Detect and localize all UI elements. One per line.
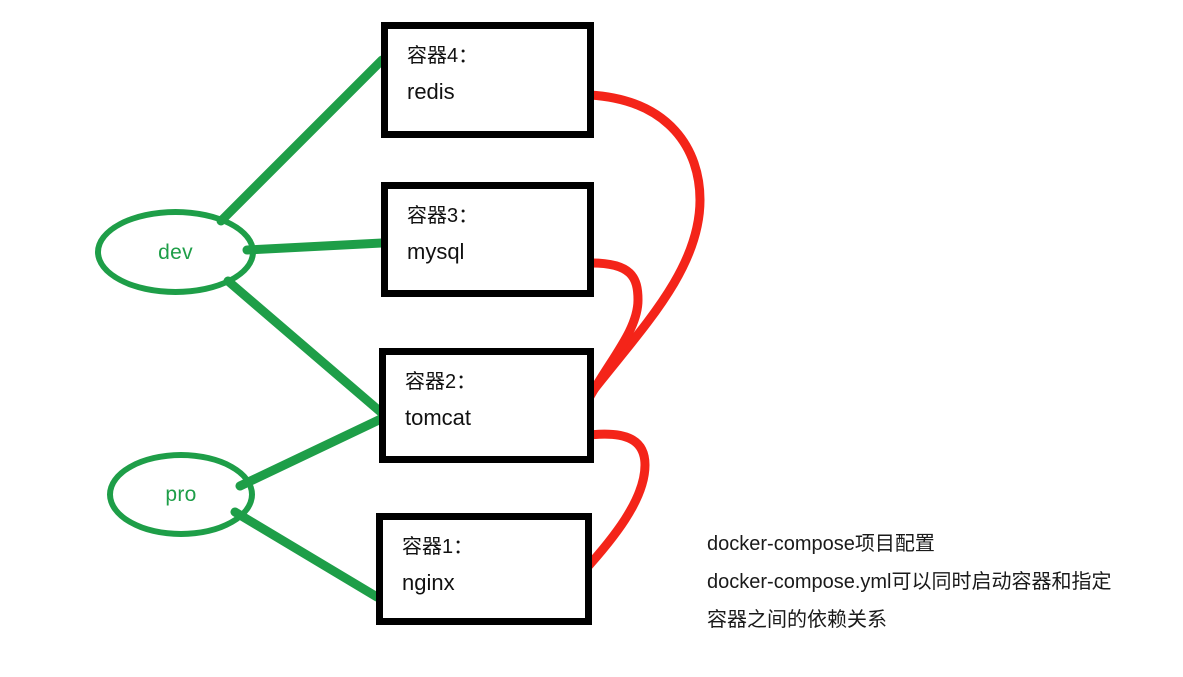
env-edges-group	[216, 55, 388, 602]
container-title-mysql: 容器3：	[407, 205, 479, 227]
env-node-pro-label: pro	[165, 483, 197, 506]
container-box-mysql[interactable]: 容器3： mysql	[381, 182, 594, 297]
edge-dev-to-redis	[216, 55, 387, 226]
edge-dev-to-mysql	[242, 238, 387, 255]
container-box-redis[interactable]: 容器4： redis	[381, 22, 594, 138]
edge-mysql-to-tomcat	[583, 258, 643, 405]
edge-pro-to-nginx	[230, 507, 382, 602]
caption-block: docker-compose项目配置 docker-compose.yml可以同…	[707, 525, 1112, 639]
env-node-dev[interactable]: dev	[95, 209, 256, 295]
container-name-tomcat: tomcat	[405, 405, 472, 430]
container-title-nginx: 容器1：	[402, 536, 474, 558]
edge-tomcat-to-nginx	[576, 429, 650, 576]
container-name-nginx: nginx	[402, 570, 455, 595]
container-box-nginx[interactable]: 容器1： nginx	[376, 513, 592, 625]
caption-line-1: docker-compose项目配置	[707, 533, 935, 555]
caption-line-3: 容器之间的依赖关系	[707, 609, 887, 631]
container-name-mysql: mysql	[407, 239, 465, 264]
container-name-redis: redis	[407, 79, 455, 104]
edge-redis-to-tomcat	[585, 90, 705, 397]
env-node-pro[interactable]: pro	[107, 452, 255, 537]
container-title-redis: 容器4：	[407, 45, 479, 67]
dependency-edges-group	[576, 90, 705, 576]
container-title-tomcat: 容器2：	[405, 371, 477, 393]
edge-dev-to-tomcat	[223, 276, 388, 419]
caption-line-2: docker-compose.yml可以同时启动容器和指定	[707, 571, 1112, 593]
container-box-tomcat[interactable]: 容器2： tomcat	[379, 348, 594, 463]
edge-pro-to-tomcat	[235, 413, 388, 491]
env-node-dev-label: dev	[158, 240, 193, 264]
